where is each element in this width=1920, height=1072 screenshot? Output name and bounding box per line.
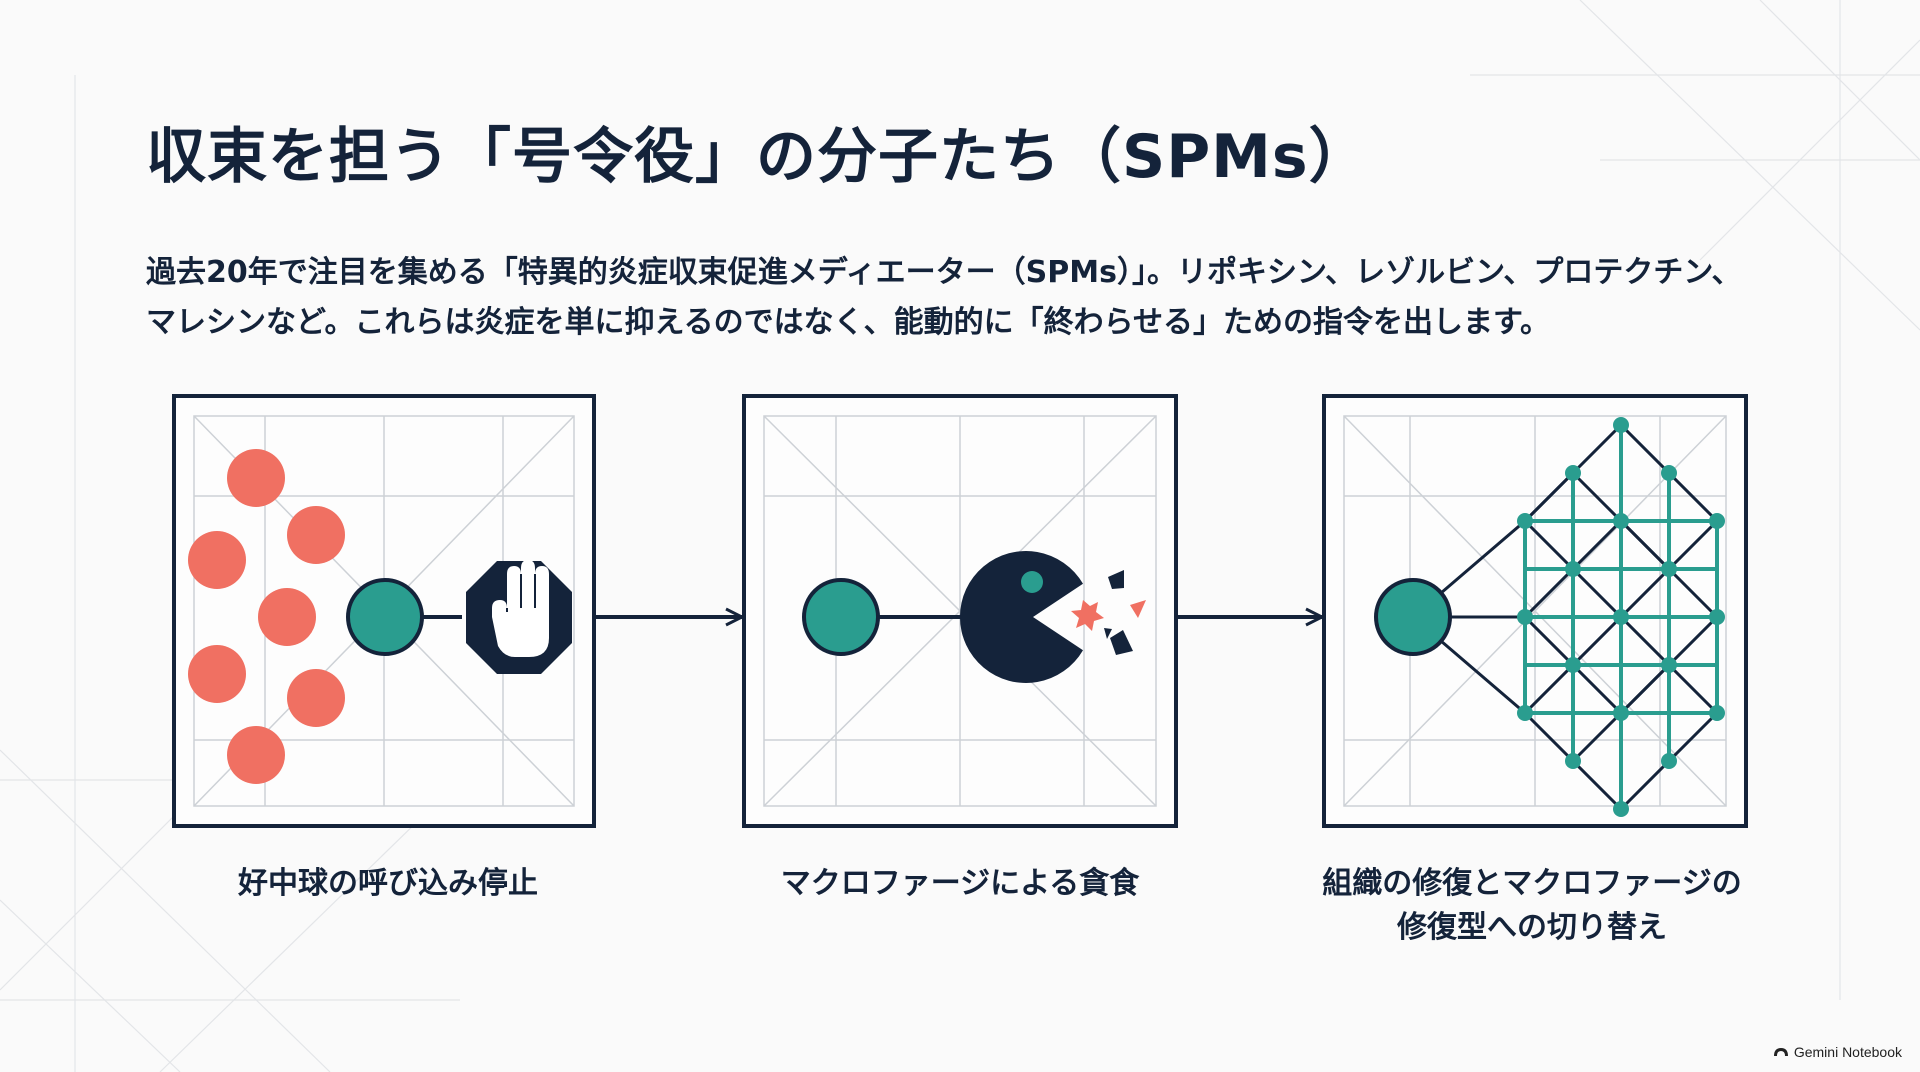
- tissue-network-icon: [1517, 417, 1725, 817]
- panel-neutrophil-stop: [172, 394, 596, 828]
- neutrophil-icon: [287, 669, 345, 727]
- neutrophil-icon: [188, 531, 246, 589]
- stage-caption: 好中球の呼び込み停止: [128, 862, 648, 906]
- caption-line: マクロファージによる貪食: [780, 866, 1140, 901]
- slide-title: 収束を担う「号令役」の分子たち（SPMs）: [146, 122, 1370, 192]
- slide-description: 過去20年で注目を集める「特異的炎症収束促進メディエーター（SPMs）」。リポキ…: [146, 248, 1776, 348]
- stop-hand-icon: [466, 560, 572, 674]
- neutrophil-icon: [227, 726, 285, 784]
- description-line: マレシンなど。これらは炎症を単に抑えるのではなく、能動的に「終わらせる」ための指…: [146, 305, 1550, 340]
- neutrophil-icon: [258, 588, 316, 646]
- caption-line: 好中球の呼び込み停止: [238, 866, 538, 901]
- mediator-icon: [802, 578, 880, 656]
- neutrophil-icon: [188, 645, 246, 703]
- notebook-logo-icon: [1773, 1048, 1788, 1056]
- macrophage-icon: [959, 551, 1083, 683]
- neutrophil-icon: [287, 506, 345, 564]
- stage-caption: 組織の修復とマクロファージの 修復型への切り替え: [1272, 862, 1792, 950]
- caption-line: 修復型への切り替え: [1397, 910, 1667, 945]
- brand-label: Gemini Notebook: [1793, 1044, 1902, 1060]
- brand-watermark: Gemini Notebook: [1773, 1044, 1902, 1060]
- mediator-icon: [1374, 578, 1452, 656]
- stage-caption: マクロファージによる貪食: [700, 862, 1220, 906]
- caption-line: 組織の修復とマクロファージの: [1322, 866, 1742, 901]
- description-line: 過去20年で注目を集める「特異的炎症収束促進メディエーター（SPMs）」。リポキ…: [146, 255, 1742, 290]
- panel-macrophage-phagocytosis: [742, 394, 1178, 828]
- mediator-icon: [346, 578, 424, 656]
- panel-tissue-repair: [1322, 394, 1748, 828]
- debris-icon: [1071, 570, 1146, 655]
- neutrophil-icon: [227, 449, 285, 507]
